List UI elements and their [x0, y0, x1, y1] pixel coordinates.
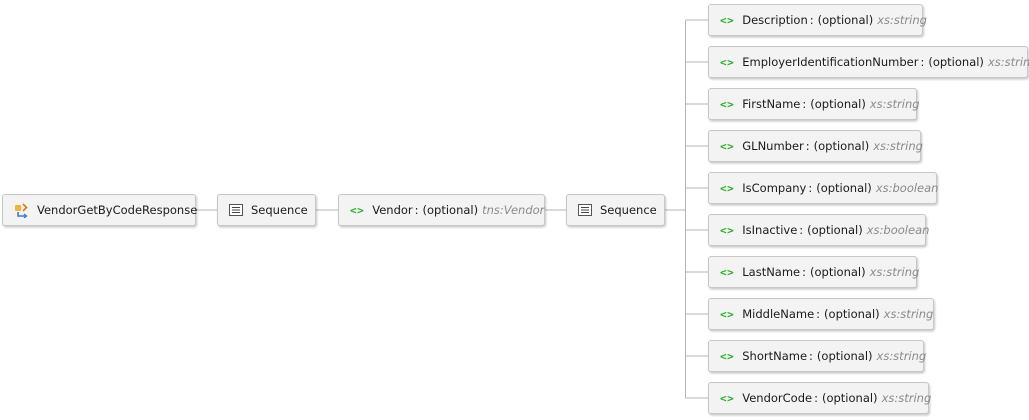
element-type: xs:string — [869, 265, 920, 279]
element-optional: (optional) — [810, 265, 866, 279]
element-optional: (optional) — [422, 203, 479, 217]
element-icon: <> — [720, 139, 735, 153]
element-icon: <> — [720, 97, 735, 111]
element-type: xs:string — [987, 55, 1029, 69]
element-type: tns:Vendor — [482, 203, 545, 217]
element-type: xs:string — [876, 349, 927, 363]
element-icon: <> — [720, 13, 735, 27]
element-icon: <> — [720, 391, 735, 405]
element-icon: <> — [720, 55, 735, 69]
child-element-node[interactable]: <> MiddleName : (optional) xs:string — [708, 298, 934, 330]
element-type: xs:string — [883, 307, 934, 321]
element-name: Description — [742, 13, 808, 27]
child-element-node[interactable]: <> LastName : (optional) xs:string — [708, 256, 920, 288]
child-element-node[interactable]: <> FirstName : (optional) xs:string — [708, 88, 920, 120]
child-element-node[interactable]: <> GLNumber : (optional) xs:string — [708, 130, 923, 162]
element-optional: (optional) — [807, 223, 863, 237]
element-separator: : — [414, 203, 419, 217]
element-type: xs:string — [877, 13, 927, 27]
element-optional: (optional) — [824, 307, 880, 321]
element-optional: (optional) — [816, 349, 873, 363]
element-optional: (optional) — [816, 181, 872, 195]
element-name: EmployerIdentificationNumber — [742, 55, 919, 69]
sequence-icon — [229, 204, 243, 216]
element-name: Vendor — [372, 203, 413, 217]
element-type: xs:string — [881, 391, 932, 405]
element-type: xs:boolean — [866, 223, 930, 237]
element-separator: : — [809, 13, 814, 27]
element-separator: : — [808, 181, 813, 195]
element-optional: (optional) — [817, 13, 874, 27]
child-element-node[interactable]: <> IsCompany : (optional) xs:boolean — [708, 172, 939, 204]
element-name: GLNumber — [742, 139, 804, 153]
element-separator: : — [920, 55, 925, 69]
element-name: IsInactive — [742, 223, 798, 237]
element-icon: <> — [720, 307, 735, 321]
child-element-node[interactable]: <> IsInactive : (optional) xs:boolean — [708, 214, 929, 246]
element-type: xs:boolean — [875, 181, 939, 195]
element-name: IsCompany — [742, 181, 807, 195]
element-name: ShortName — [742, 349, 808, 363]
root-element-label: VendorGetByCodeResponse — [37, 203, 198, 217]
element-separator: : — [805, 139, 810, 153]
child-element-node[interactable]: <> Description : (optional) xs:string — [708, 4, 927, 36]
root-element-node[interactable]: VendorGetByCodeResponse — [2, 194, 198, 226]
element-icon: <> — [720, 265, 735, 279]
element-optional: (optional) — [928, 55, 984, 69]
element-name: VendorCode — [742, 391, 813, 405]
element-type: xs:string — [869, 97, 920, 111]
element-icon: <> — [720, 223, 735, 237]
element-separator: : — [802, 97, 807, 111]
vendor-element-node[interactable]: <> Vendor : (optional) tns:Vendor — [338, 194, 545, 226]
sequence-node[interactable]: Sequence — [566, 194, 665, 226]
element-icon: <> — [720, 349, 735, 363]
element-separator: : — [809, 349, 813, 363]
sequence-label: Sequence — [600, 203, 657, 217]
element-name: MiddleName — [742, 307, 815, 321]
sequence-label: Sequence — [251, 203, 308, 217]
element-separator: : — [816, 307, 821, 321]
element-name: LastName — [742, 265, 801, 279]
element-optional: (optional) — [813, 139, 870, 153]
child-element-node[interactable]: <> ShortName : (optional) xs:string — [708, 340, 927, 372]
element-optional: (optional) — [821, 391, 878, 405]
element-separator: : — [802, 265, 807, 279]
element-separator: : — [814, 391, 818, 405]
element-optional: (optional) — [810, 97, 866, 111]
sequence-icon — [578, 204, 592, 216]
child-element-node[interactable]: <> EmployerIdentificationNumber : (optio… — [708, 46, 1029, 78]
element-root-icon — [14, 202, 29, 218]
sequence-node[interactable]: Sequence — [217, 194, 316, 226]
element-name: FirstName — [742, 97, 801, 111]
child-element-node[interactable]: <> VendorCode : (optional) xs:string — [708, 382, 932, 414]
element-separator: : — [799, 223, 804, 237]
element-icon: <> — [720, 181, 735, 195]
element-icon: <> — [350, 203, 365, 217]
element-type: xs:string — [873, 139, 923, 153]
